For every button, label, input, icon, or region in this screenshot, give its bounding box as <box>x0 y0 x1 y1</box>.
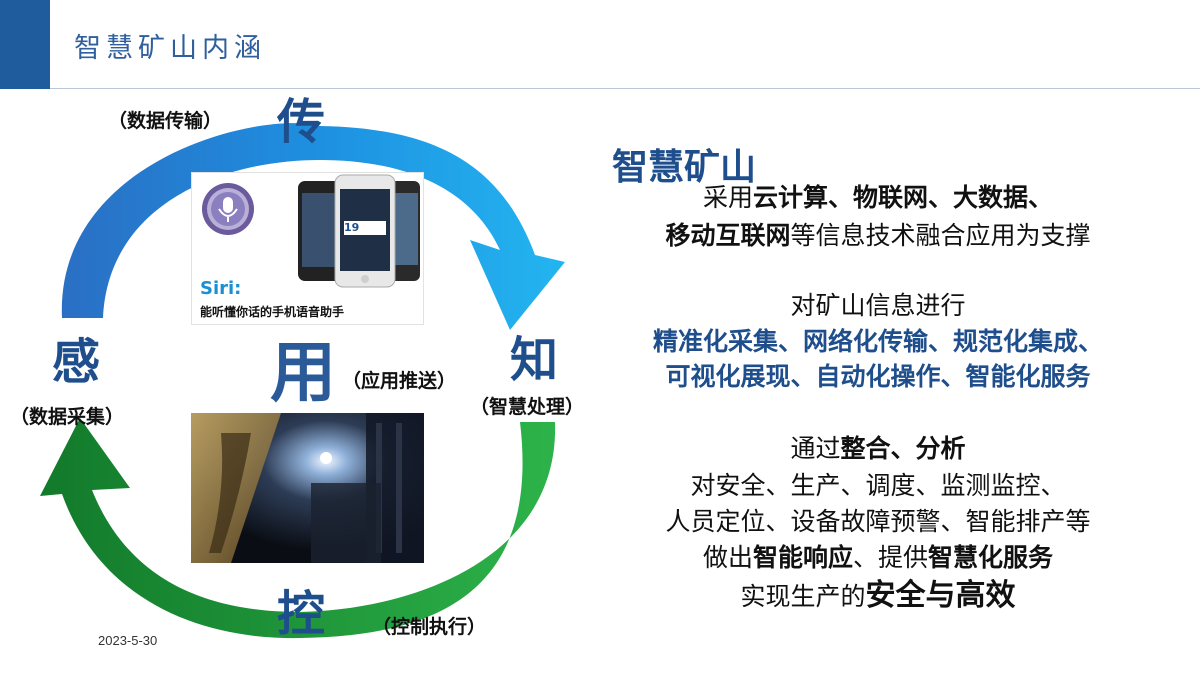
p3-l5-pre: 实现生产的 <box>740 582 866 611</box>
note-app-push: （应用推送） <box>342 370 457 392</box>
mine-tunnel-image <box>191 413 424 563</box>
p3-l1-bold: 整合、分析 <box>840 434 966 463</box>
note-data-collect: （数据采集） <box>10 406 125 428</box>
content-heading: 智慧矿山 <box>612 147 757 188</box>
phone-screen-time: 19 <box>344 221 360 234</box>
p2-line3: 可视化展现、自动化操作、智能化服务 <box>665 362 1091 391</box>
corner-accent-block <box>0 0 50 89</box>
p3-l4-mid: 、提供 <box>853 543 929 572</box>
p3-line2: 对安全、生产、调度、监测监控、 <box>690 471 1066 500</box>
label-yong: 用 <box>270 334 336 411</box>
p1-l2-bold: 移动互联网 <box>665 221 791 250</box>
label-zhi: 知 <box>510 332 559 388</box>
p3-l4-bold2: 智慧化服务 <box>928 543 1054 572</box>
p3-l5-bold: 安全与高效 <box>865 578 1016 613</box>
label-kong: 控 <box>277 586 326 642</box>
p3-l1-pre: 通过 <box>790 434 841 463</box>
p3-line1: 通过整合、分析 <box>598 433 1158 465</box>
p3-line4: 做出智能响应、提供智慧化服务 <box>598 542 1158 574</box>
label-chuan: 传 <box>277 94 326 150</box>
footer-date: 2023-5-30 <box>98 633 158 648</box>
siri-label: Siri: <box>200 278 242 299</box>
page-title: 智慧矿山内涵 <box>74 33 266 64</box>
cycle-diagram <box>40 123 565 639</box>
note-smart-processing: （智慧处理） <box>470 396 585 418</box>
p2-line1: 对矿山信息进行 <box>790 291 966 320</box>
p3-line3: 人员定位、设备故障预警、智能排产等 <box>665 507 1091 536</box>
siri-caption: 能听懂你话的手机语音助手 <box>200 305 345 319</box>
p3-line5: 实现生产的安全与高效 <box>598 580 1158 613</box>
arrow-top-blue <box>61 123 565 330</box>
label-gan: 感 <box>52 334 101 390</box>
p2-line2: 精准化采集、网络化传输、规范化集成、 <box>652 327 1103 356</box>
p1-l1-bold: 云计算、物联网、大数据、 <box>753 183 1054 212</box>
mine-illustration <box>191 413 424 563</box>
p1-l2-post: 等信息技术融合应用为支撑 <box>790 221 1091 250</box>
p1-l1-pre: 采用 <box>702 183 753 212</box>
p3-l4-pre: 做出 <box>702 543 753 572</box>
siri-illustration <box>192 174 423 324</box>
p3-l4-bold1: 智能响应 <box>752 543 853 572</box>
p1-line2: 移动互联网等信息技术融合应用为支撑 <box>598 220 1158 252</box>
siri-image: 19 Siri: 能听懂你话的手机语音助手 <box>191 172 424 325</box>
note-data-transfer: （数据传输） <box>108 110 223 132</box>
arrow-bottom-green <box>40 418 556 639</box>
note-control-execute: （控制执行） <box>372 616 487 638</box>
p1-line1: 采用云计算、物联网、大数据、 <box>598 182 1158 214</box>
header-divider <box>50 88 1200 89</box>
